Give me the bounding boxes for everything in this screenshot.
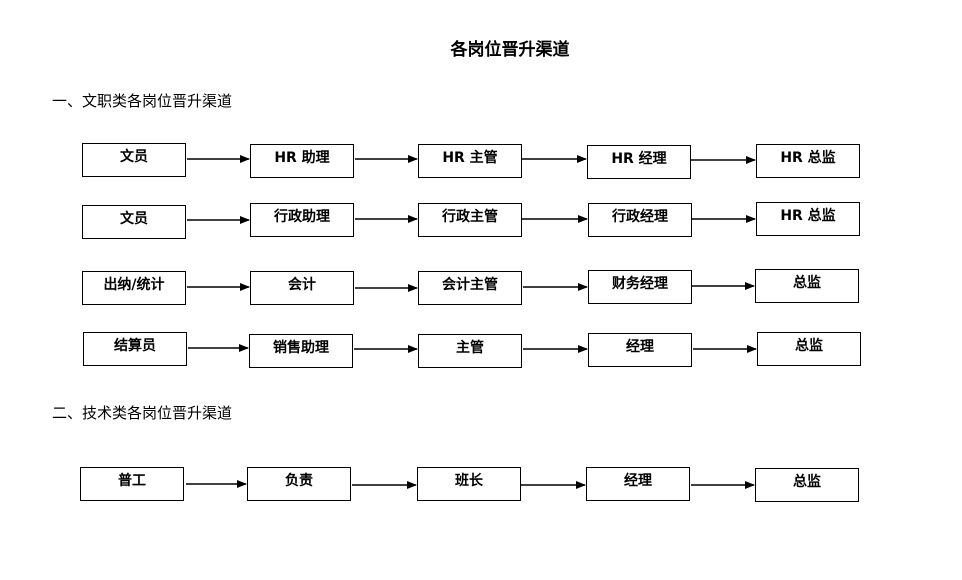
section-heading-technical: 二、技术类各岗位晋升渠道: [52, 404, 233, 422]
node-r5-4: 经理: [586, 467, 690, 501]
node-r3-3: 会计主管: [418, 271, 522, 305]
node-r4-5: 总监: [757, 332, 861, 366]
node-r2-4: 行政经理: [588, 203, 692, 237]
node-r1-3: HR 主管: [418, 144, 522, 178]
node-r5-2: 负责: [247, 467, 351, 501]
node-r1-5: HR 总监: [756, 144, 860, 178]
page-title: 各岗位晋升渠道: [450, 40, 570, 60]
node-r1-4: HR 经理: [587, 145, 691, 179]
node-r4-2: 销售助理: [249, 334, 353, 368]
node-r3-4: 财务经理: [588, 270, 692, 304]
node-r4-1: 结算员: [83, 332, 187, 366]
node-r2-2: 行政助理: [250, 203, 354, 237]
section-heading-clerical: 一、文职类各岗位晋升渠道: [52, 92, 233, 110]
node-r3-5: 总监: [755, 269, 859, 303]
node-r5-5: 总监: [755, 468, 859, 502]
node-r4-4: 经理: [588, 333, 692, 367]
node-r5-1: 普工: [80, 467, 184, 501]
node-r1-2: HR 助理: [250, 144, 354, 178]
node-r4-3: 主管: [418, 334, 522, 368]
node-r2-1: 文员: [82, 205, 186, 239]
node-r3-1: 出纳/统计: [82, 271, 186, 305]
node-r1-1: 文员: [82, 143, 186, 177]
node-r3-2: 会计: [250, 271, 354, 305]
node-r2-5: HR 总监: [756, 202, 860, 236]
node-r2-3: 行政主管: [418, 203, 522, 237]
node-r5-3: 班长: [417, 467, 521, 501]
